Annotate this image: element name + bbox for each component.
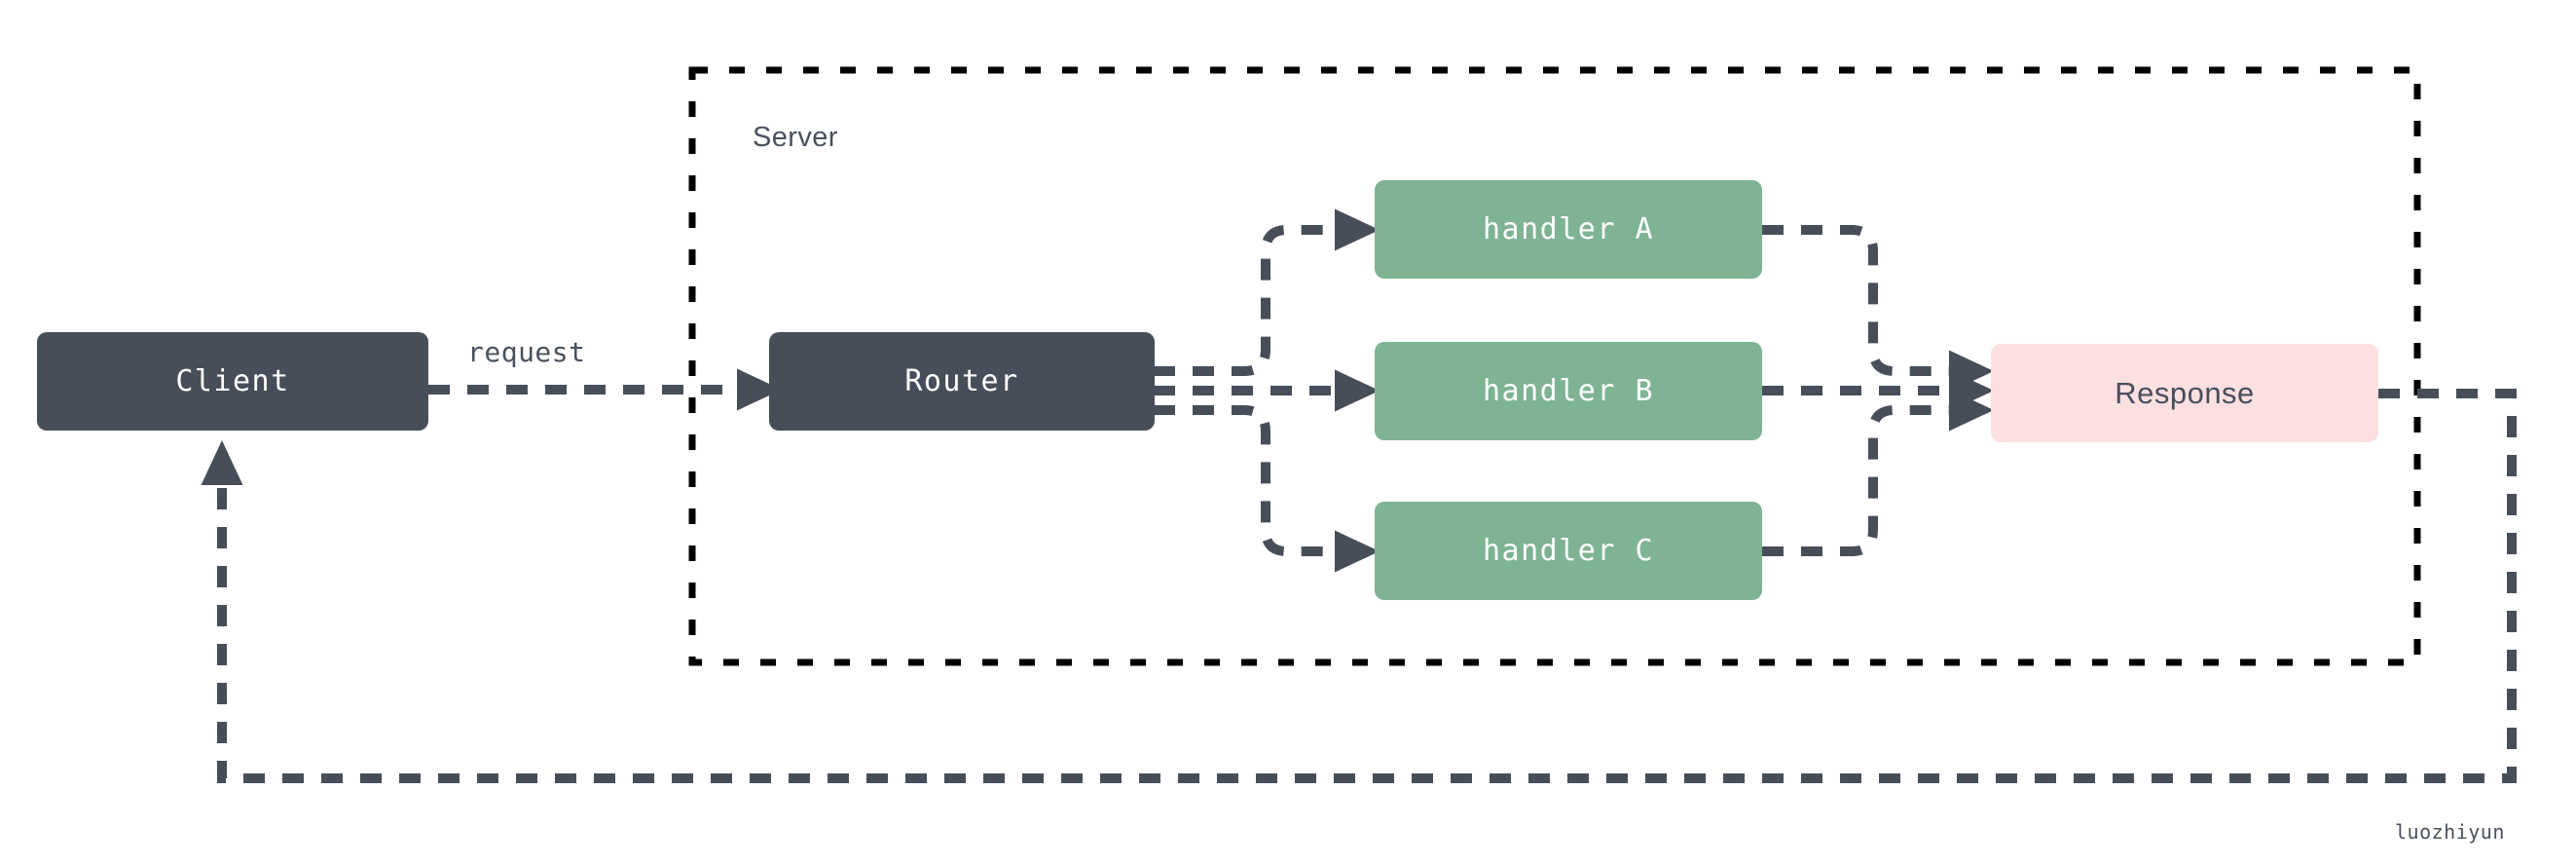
node-client-label: Client [175, 364, 290, 398]
node-client[interactable]: Client [37, 332, 428, 431]
node-handler-b-label: handler B [1482, 374, 1655, 408]
edge-response-to-client [201, 389, 2517, 783]
edge-router-to-handler-c [1154, 405, 1380, 573]
edge-handler-a-to-response [1762, 225, 1995, 393]
node-handler-b[interactable]: handler B [1375, 342, 1762, 440]
edge-router-to-handler-a [1154, 208, 1380, 376]
node-handler-a-label: handler A [1482, 212, 1655, 246]
edge-handler-c-to-response [1762, 389, 1995, 556]
watermark: luozhiyun [2395, 820, 2505, 844]
node-response-label: Response [2115, 375, 2255, 410]
node-handler-c-label: handler C [1482, 534, 1655, 568]
edge-label-request: request [467, 336, 586, 368]
node-response[interactable]: Response [1991, 344, 2378, 442]
node-router[interactable]: Router [769, 332, 1155, 431]
node-handler-a[interactable]: handler A [1375, 180, 1762, 279]
node-handler-c[interactable]: handler C [1375, 502, 1762, 600]
server-group-label: Server [753, 122, 838, 153]
node-router-label: Router [904, 364, 1019, 398]
